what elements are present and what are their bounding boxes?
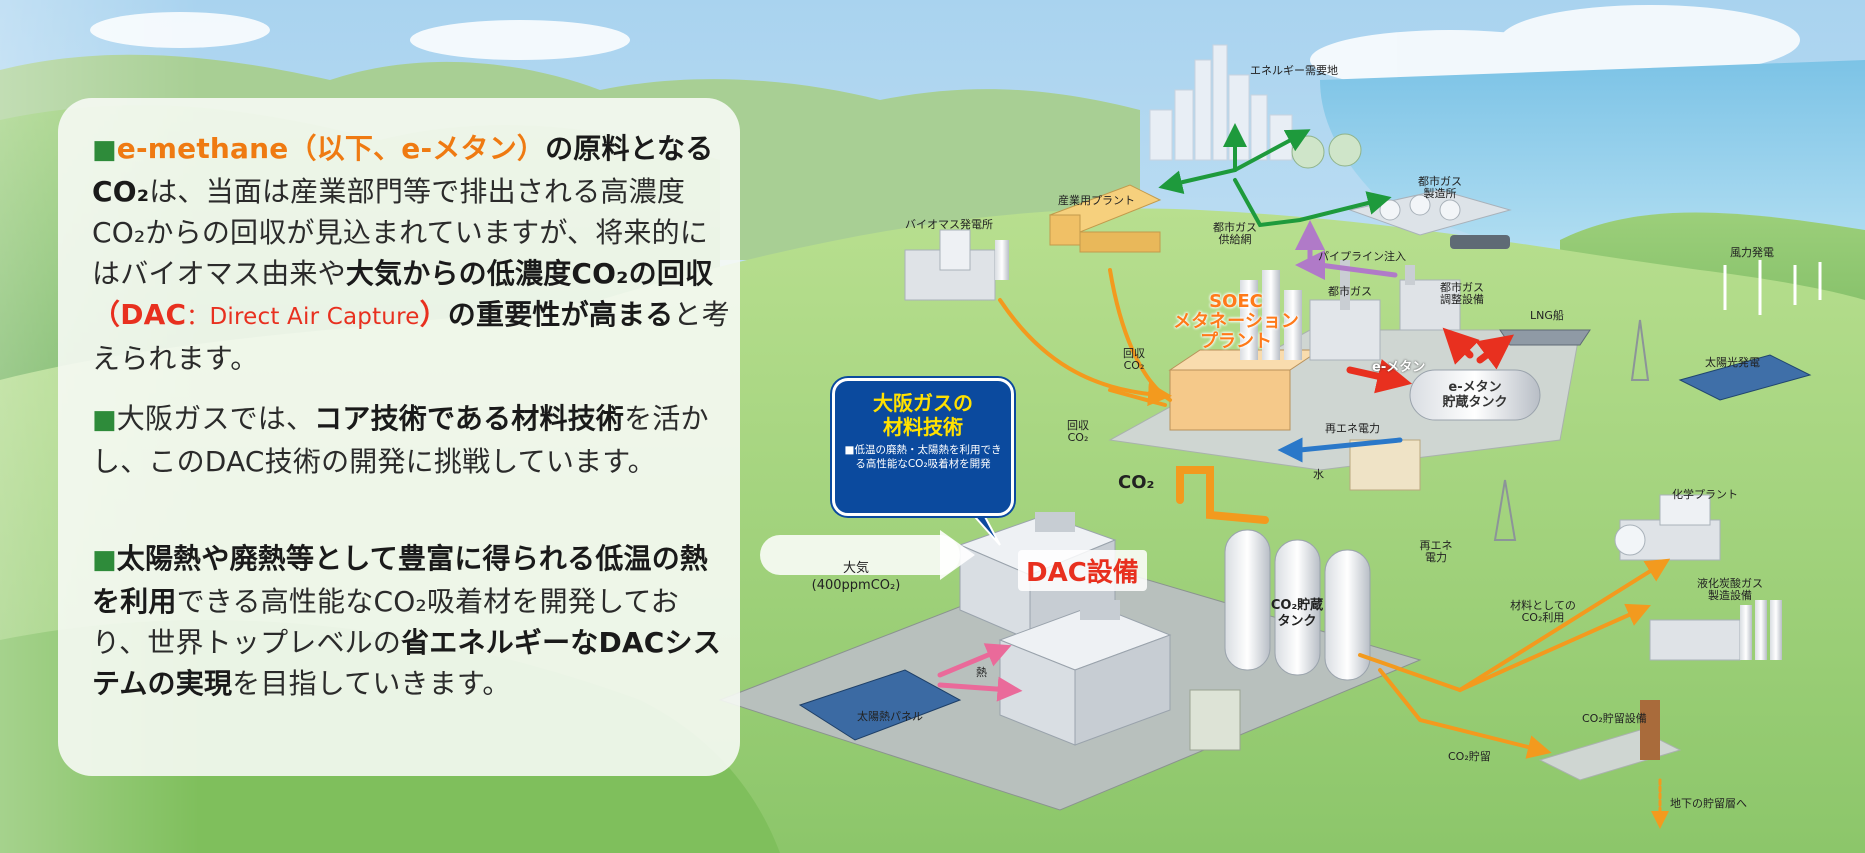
bullet-square: ■ xyxy=(92,545,117,575)
city-gas-adjust-shape xyxy=(1399,265,1461,331)
label-chemical-plant: 化学プラント xyxy=(1672,488,1738,501)
industrial-plant xyxy=(1048,184,1162,253)
p3-end: を目指していきます。 xyxy=(232,667,511,700)
chemical-plant xyxy=(1614,494,1721,561)
label-heat: 熱 xyxy=(976,666,987,679)
p3-energy-saving: 省エネルギーなDACシステムの実現 xyxy=(92,626,721,700)
p2-start: 大阪ガスでは、 xyxy=(116,402,315,435)
p2-core-tech: コア技術である材料技術 xyxy=(314,402,625,435)
lng-ship xyxy=(1499,329,1591,346)
text-panel: ■e-methane（以下、e-メタン）の原料となるCO₂は、当面は産業部門等で… xyxy=(58,98,740,776)
label-solar-power: 太陽光発電 xyxy=(1705,356,1760,369)
label-co2-storage-tank: CO₂貯蔵 タンク xyxy=(1270,598,1324,629)
label-recovered-co2-a: 回収 CO₂ xyxy=(1123,347,1145,372)
label-e-methane-tank: e-メタン 貯蔵タンク xyxy=(1442,380,1508,410)
p1-raw-material: の原料となる xyxy=(545,132,714,165)
label-co2-storage: CO₂貯留 xyxy=(1448,750,1491,763)
p1-end: と考えられます。 xyxy=(92,298,730,375)
label-recovered-co2-b: 回収 CO₂ xyxy=(1067,419,1089,444)
p1-air-recovery: 大気からの低濃度CO₂の回収 xyxy=(345,257,714,290)
materials-tech-callout: 大阪ガスの 材料技術 ■低温の廃熱・太陽熱を利用できる高性能なCO₂吸着材を開発 xyxy=(832,378,1014,516)
p3-heat: 太陽熱や廃熱等として豊富に得られる低温の熱を利用 xyxy=(92,542,709,618)
bullet-square: ■ xyxy=(92,405,117,435)
label-lng-ship: LNG船 xyxy=(1530,309,1564,322)
paragraph-3: ■太陽熱や廃熱等として豊富に得られる低温の熱を利用できる高性能なCO₂吸着材を開… xyxy=(92,538,732,704)
label-air: 大気 (400ppmCO₂) xyxy=(811,561,901,593)
solar-heat-panels xyxy=(798,669,962,741)
liquefied-co2-plant xyxy=(1649,600,1782,661)
label-renewable-power-b: 再エネ 電力 xyxy=(1419,539,1453,564)
dac-facility-label: DAC設備 xyxy=(1018,550,1147,591)
co2-storage-tanks xyxy=(1224,529,1371,681)
label-solar-heat-panel: 太陽熱パネル xyxy=(857,710,923,723)
paragraph-1: ■e-methane（以下、e-メタン）の原料となる CO₂は、当面は産業部門等で… xyxy=(92,128,732,379)
label-city-gas-supply-net: 都市ガス 供給網 xyxy=(1213,221,1257,246)
paragraph-2: ■大阪ガスでは、コア技術である材料技術を活かし、このDAC技術の開発に挑戦してい… xyxy=(92,398,732,482)
soec-plant xyxy=(1168,260,1381,431)
label-city-gas: 都市ガス xyxy=(1328,285,1372,298)
label-pipeline-injection: パイプライン注入 xyxy=(1318,250,1406,263)
p1-dac-open: （DAC xyxy=(92,298,187,331)
bullet-square: ■ xyxy=(92,135,117,165)
label-co2-as-material: 材料としての CO₂利用 xyxy=(1510,599,1576,624)
p1-co2: CO₂ xyxy=(92,175,150,208)
biomass-plant xyxy=(904,229,1009,301)
label-liquefied-co2: 液化炭酸ガス 製造設備 xyxy=(1697,577,1763,602)
label-e-methane: e-メタン xyxy=(1372,360,1426,375)
p1-dac-close: ） xyxy=(419,298,448,331)
label-city-gas-factory: 都市ガス 製造所 xyxy=(1418,175,1462,200)
label-underground: 地下の貯留層へ xyxy=(1670,797,1747,810)
label-city-gas-adjust: 都市ガス 調整設備 xyxy=(1440,281,1484,306)
p1-importance: の重要性が高まる xyxy=(447,298,674,331)
p3-body: できる高性能なCO₂吸着材を開発しており、世界トップレベルの xyxy=(92,585,679,659)
callout-title: 大阪ガスの 材料技術 xyxy=(873,391,973,439)
label-water: 水 xyxy=(1313,468,1324,481)
solar-farm xyxy=(1678,354,1812,401)
label-co2-arrow: CO₂ xyxy=(1118,472,1155,493)
equipment-box xyxy=(1189,689,1241,751)
label-renewable-power-a: 再エネ電力 xyxy=(1325,422,1380,435)
pylons xyxy=(1493,319,1650,541)
label-biomass-plant: バイオマス発電所 xyxy=(905,218,993,231)
flow-arrows xyxy=(760,123,1671,829)
p2-end: を活かし、このDAC技術の開発に挑戦しています。 xyxy=(92,402,709,478)
label-industrial-plant: 産業用プラント xyxy=(1058,194,1135,207)
p1-body: は、当面は産業部門等で排出される高濃度CO₂からの回収が見込まれていますが、将来… xyxy=(92,175,709,290)
e-methane-tank-shape xyxy=(1409,369,1541,421)
wind-turbines xyxy=(1723,260,1822,315)
label-co2-storage-facility: CO₂貯留設備 xyxy=(1582,712,1647,725)
city-skyline xyxy=(1149,44,1293,161)
dac-building-2 xyxy=(998,600,1172,746)
label-energy-demand: エネルギー需要地 xyxy=(1250,64,1338,77)
callout-body: ■低温の廃熱・太陽熱を利用できる高性能なCO₂吸着材を開発 xyxy=(844,444,1002,470)
p1-emethane: e-methane（以下、e-メタン） xyxy=(116,132,546,165)
label-wind-power: 風力発電 xyxy=(1730,246,1774,259)
p1-dac-full: ：Direct Air Capture xyxy=(186,304,420,330)
label-soec-plant: SOEC メタネーション プラント xyxy=(1173,291,1299,352)
co2-storage-facility xyxy=(1538,700,1682,781)
water-tank-shape xyxy=(1349,439,1421,491)
